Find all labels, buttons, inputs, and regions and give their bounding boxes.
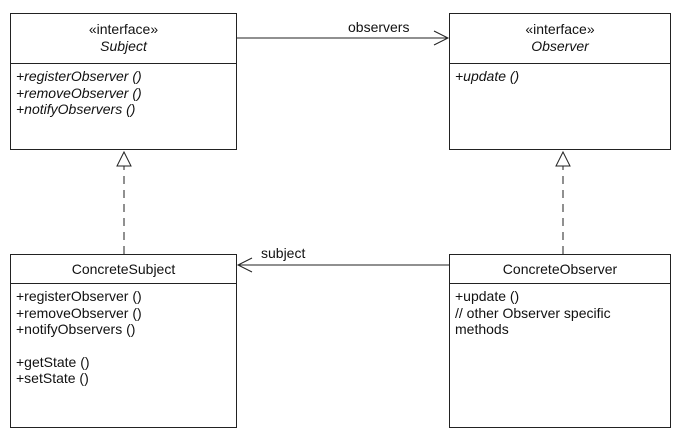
observer-realization-arrowhead <box>555 150 571 167</box>
concrete-observer-name: ConcreteObserver <box>502 261 618 277</box>
concrete-subject-op-remove: +removeObserver () <box>16 304 142 321</box>
observer-interface-box[interactable]: «interface» Observer +update () <box>449 13 671 150</box>
concrete-observer-op-update: +update () <box>455 288 520 304</box>
observers-association-label: observers <box>348 19 410 35</box>
subject-op-register: +registerObserver () <box>16 68 142 84</box>
concrete-observer-box[interactable]: ConcreteObserver +update () // other Obs… <box>449 254 671 428</box>
concrete-subject-name: ConcreteSubject <box>71 261 176 277</box>
subject-operations: +registerObserver () +removeObserver () … <box>11 64 236 118</box>
subject-op-notify: +notifyObservers () <box>16 101 136 117</box>
concrete-subject-op-getstate: +getState () <box>16 353 90 370</box>
concrete-observer-comment-line1: // other Observer specific <box>455 304 611 321</box>
subject-association-arrowhead <box>236 257 253 273</box>
observer-name: Observer <box>531 38 589 54</box>
subject-op-remove: +removeObserver () <box>16 84 142 101</box>
subject-name: Subject <box>100 38 147 54</box>
subject-association-label: subject <box>261 245 306 261</box>
concrete-observer-operations: +update () // other Observer specific me… <box>450 284 670 338</box>
concrete-subject-op-register: +registerObserver () <box>16 288 142 304</box>
observer-stereotype: «interface» <box>525 21 595 37</box>
concrete-observer-header: ConcreteObserver <box>450 255 670 284</box>
concrete-subject-header: ConcreteSubject <box>11 255 236 284</box>
subject-header: «interface» Subject <box>11 14 236 64</box>
observers-association-arrowhead <box>433 30 450 46</box>
observer-header: «interface» Observer <box>450 14 670 64</box>
subject-interface-box[interactable]: «interface» Subject +registerObserver ()… <box>10 13 237 150</box>
concrete-subject-box[interactable]: ConcreteSubject +registerObserver () +re… <box>10 254 237 428</box>
operations-spacer <box>16 338 236 354</box>
subject-realization-arrowhead <box>116 150 132 167</box>
concrete-subject-operations: +registerObserver () +removeObserver () … <box>11 284 236 387</box>
subject-stereotype: «interface» <box>88 21 159 37</box>
concrete-subject-op-notify: +notifyObservers () <box>16 321 136 337</box>
observer-op-update: +update () <box>455 68 520 84</box>
concrete-observer-comment-line2: methods <box>455 321 509 337</box>
observer-operations: +update () <box>450 64 670 85</box>
concrete-subject-op-setstate: +setState () <box>16 370 89 386</box>
